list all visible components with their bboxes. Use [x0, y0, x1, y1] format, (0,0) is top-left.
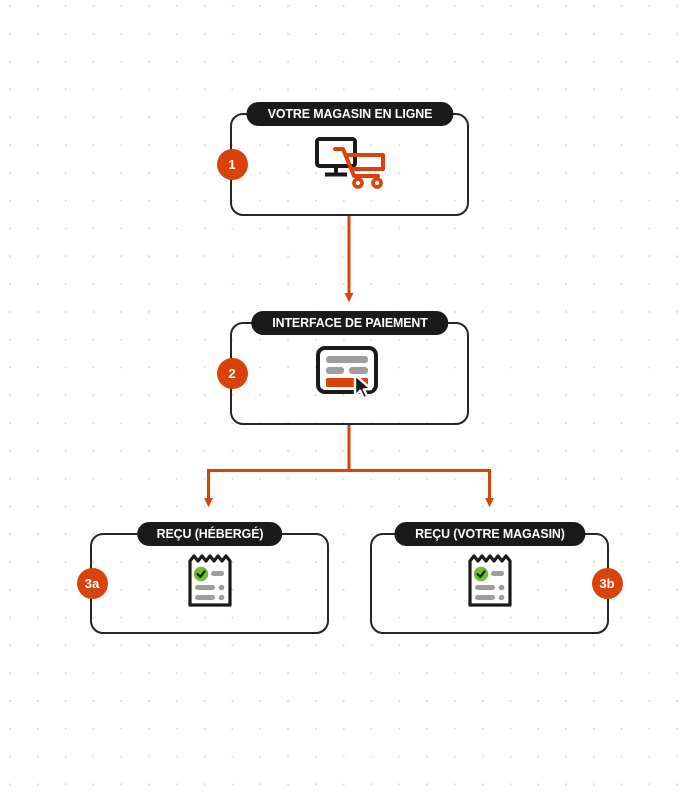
node-receipt-store[interactable]: REÇU (VOTRE MAGASIN) 3b	[370, 522, 623, 634]
monitor-cart-icon	[313, 135, 387, 194]
receipt-check-icon	[465, 553, 515, 614]
node-store-title: VOTRE MAGASIN EN LIGNE	[245, 102, 454, 126]
step-badge-3b: 3b	[591, 568, 623, 599]
receipt-check-icon	[185, 553, 235, 614]
step-badge-2: 2	[216, 358, 248, 389]
step-badge-3a: 3a	[76, 568, 108, 599]
node-receipt-store-title: REÇU (VOTRE MAGASIN)	[393, 522, 586, 546]
payment-card-cursor-icon	[315, 343, 385, 404]
step-badge-1: 1	[216, 149, 248, 180]
node-store[interactable]: VOTRE MAGASIN EN LIGNE 1	[216, 102, 469, 216]
node-receipt-hosted[interactable]: REÇU (HÉBERGÉ) 3a	[76, 522, 329, 634]
node-receipt-hosted-title: REÇU (HÉBERGÉ)	[136, 522, 283, 546]
node-payment-title: INTERFACE DE PAIEMENT	[250, 311, 449, 335]
node-payment[interactable]: INTERFACE DE PAIEMENT 2	[216, 311, 469, 425]
